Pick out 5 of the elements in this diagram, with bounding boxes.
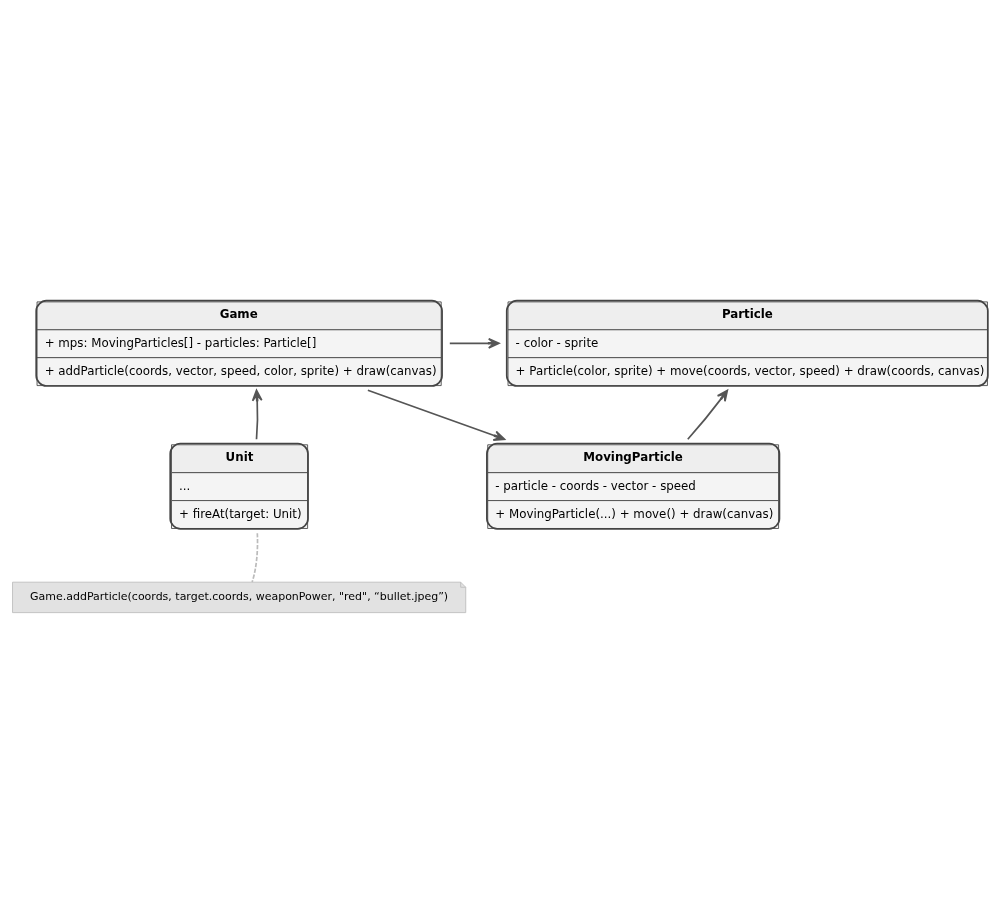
arrow <box>367 388 506 441</box>
arrow <box>251 389 263 440</box>
arrow <box>448 337 500 349</box>
connector <box>251 531 259 583</box>
arrow <box>686 389 729 440</box>
